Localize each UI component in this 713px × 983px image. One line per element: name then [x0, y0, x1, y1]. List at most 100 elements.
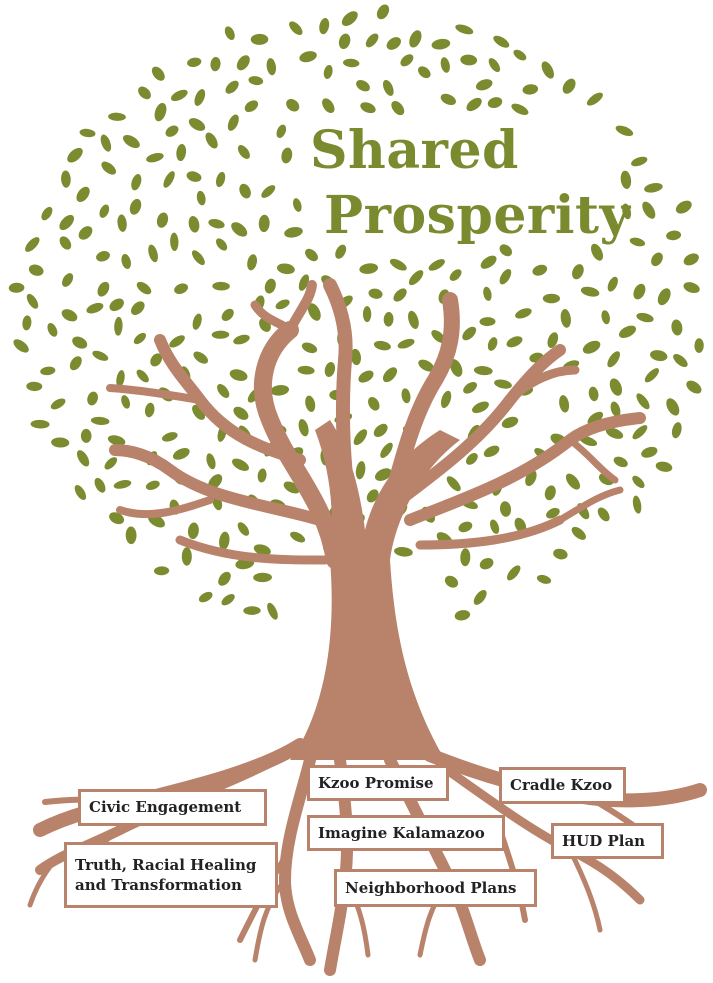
leaf	[130, 301, 145, 316]
leaf	[61, 309, 78, 322]
leaf	[258, 214, 270, 233]
leaf	[560, 309, 571, 328]
leaf	[80, 428, 92, 443]
leaf	[322, 98, 335, 114]
leaf	[383, 312, 394, 327]
leaf	[108, 112, 126, 121]
leaf	[588, 386, 599, 402]
leaf	[194, 89, 206, 106]
leaf	[440, 57, 450, 73]
leaf	[631, 156, 648, 167]
leaf	[615, 125, 634, 137]
leaf	[343, 58, 360, 68]
leaf	[250, 33, 269, 45]
leaf	[172, 448, 190, 460]
leaf	[307, 303, 321, 321]
leaf	[67, 147, 83, 163]
leaf	[546, 507, 560, 519]
leaf	[266, 58, 277, 76]
leaf	[632, 475, 645, 489]
leaf	[565, 473, 581, 490]
branch	[566, 436, 619, 484]
leaf	[338, 33, 351, 50]
branch	[404, 412, 646, 526]
branch	[285, 280, 317, 335]
leaf	[466, 453, 478, 465]
leaf	[380, 442, 393, 458]
branch	[175, 535, 330, 565]
leaf	[221, 594, 235, 606]
leaf	[206, 453, 216, 470]
leaf	[382, 79, 394, 96]
leaf	[644, 183, 663, 193]
leaf	[607, 276, 618, 292]
branch	[394, 344, 566, 506]
leaf	[666, 230, 682, 241]
leaf	[161, 432, 178, 442]
leaf	[582, 340, 601, 354]
leaf	[30, 419, 50, 429]
leaf	[319, 17, 330, 35]
leaf	[362, 306, 372, 323]
leaf	[629, 237, 646, 247]
leaf	[473, 366, 493, 376]
leaf	[368, 397, 380, 411]
leaf	[532, 264, 548, 276]
leaf	[356, 79, 370, 92]
kzoo-promise-label: Kzoo Promise	[307, 765, 449, 801]
leaf	[586, 92, 603, 106]
leaf	[376, 4, 390, 20]
leaf	[225, 80, 239, 94]
leaf	[217, 384, 230, 398]
leaf	[156, 212, 169, 228]
leaf	[219, 531, 230, 550]
leaf	[227, 114, 239, 131]
leaf	[97, 281, 110, 297]
leaf	[683, 282, 700, 294]
leaf	[305, 395, 316, 412]
leaf	[335, 244, 347, 259]
leaf	[210, 56, 221, 72]
leaf	[87, 391, 98, 406]
leaf	[247, 254, 258, 271]
leaf	[542, 293, 561, 304]
leaf	[431, 330, 446, 343]
leaf	[101, 161, 117, 175]
leaf	[642, 201, 656, 219]
leaf	[373, 340, 391, 351]
leaf	[541, 61, 554, 79]
leaf	[233, 334, 250, 345]
leaf	[267, 602, 278, 620]
leaf	[373, 423, 388, 438]
leaf	[458, 521, 473, 533]
leaf	[215, 171, 226, 188]
leaf	[59, 214, 74, 231]
leaf	[454, 610, 471, 621]
leaf	[657, 288, 671, 306]
leaf	[490, 519, 500, 534]
leaf	[114, 316, 123, 336]
leaf	[169, 335, 185, 348]
leaf	[641, 446, 658, 458]
leaf	[450, 359, 463, 377]
leaf	[544, 485, 556, 501]
leaf	[150, 353, 163, 367]
leaf	[61, 170, 71, 188]
leaf	[493, 35, 510, 48]
branch	[250, 300, 295, 335]
leaf	[121, 253, 131, 270]
leaf	[211, 330, 230, 339]
leaf	[579, 436, 598, 447]
leaf	[176, 143, 187, 162]
leaf	[94, 477, 106, 493]
leaf	[136, 281, 152, 295]
leaf	[244, 100, 259, 113]
leaf	[117, 214, 127, 232]
leaf	[601, 310, 610, 325]
leaf	[350, 348, 361, 366]
leaf	[686, 380, 702, 394]
leaf	[475, 79, 493, 91]
branch	[106, 384, 204, 404]
leaf	[391, 101, 405, 116]
leaf	[666, 398, 680, 416]
